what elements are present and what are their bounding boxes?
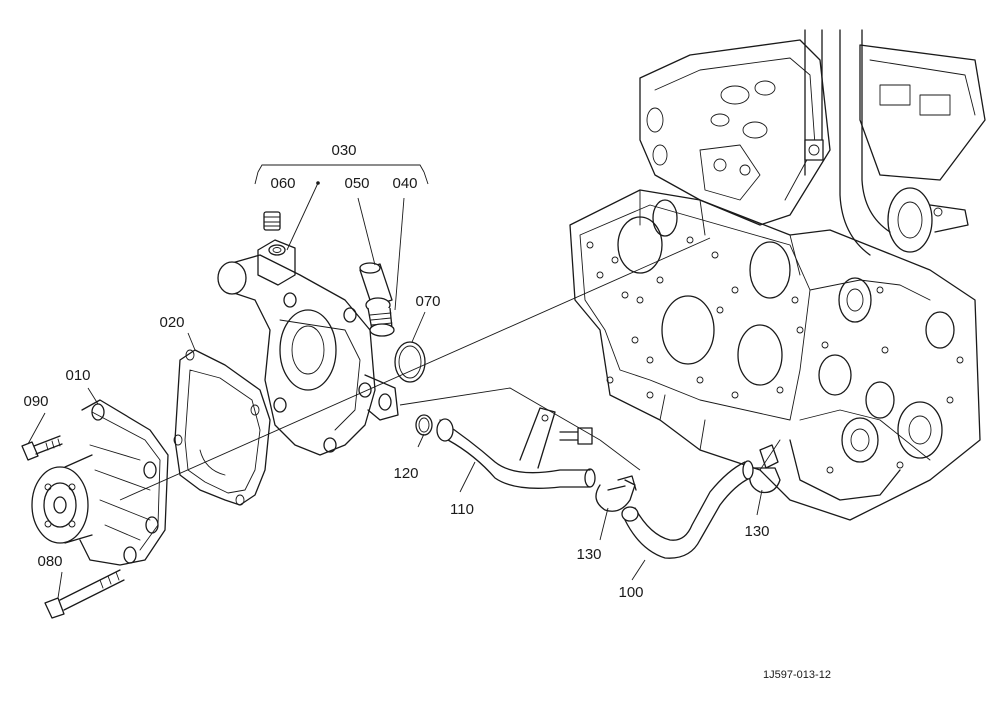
group-bracket-030 [254, 164, 429, 185]
drawing-code: 1J597-013-12 [763, 669, 831, 681]
engine-block [569, 29, 986, 521]
label-130-left: 130 [576, 546, 601, 563]
water-pump-housing [217, 239, 399, 456]
label-070: 070 [415, 293, 440, 310]
o-ring-070 [394, 341, 426, 383]
label-080: 080 [37, 553, 62, 570]
water-pump [31, 399, 169, 566]
sleeve-050 [359, 262, 393, 307]
label-110: 110 [450, 501, 474, 518]
plug-060 [263, 211, 281, 231]
label-010: 010 [65, 367, 90, 384]
label-030: 030 [331, 142, 356, 159]
pipe-110 [436, 407, 596, 489]
fitting-040 [365, 297, 395, 337]
leader-lines [27, 181, 763, 599]
label-090: 090 [23, 393, 48, 410]
bolt-080 [44, 569, 125, 619]
label-050: 050 [344, 175, 369, 192]
label-040: 040 [392, 175, 417, 192]
water-pump-gasket [173, 349, 271, 506]
assembly-axis-lines [119, 237, 711, 501]
label-130-right: 130 [744, 523, 769, 540]
part-labels: 030 060 050 040 070 020 010 090 120 110 … [23, 142, 769, 601]
hose-100 [621, 460, 754, 559]
label-100: 100 [618, 584, 643, 601]
label-120: 120 [393, 465, 418, 482]
bolt-090 [21, 435, 63, 461]
label-020: 020 [159, 314, 184, 331]
label-060: 060 [270, 175, 295, 192]
o-ring-120 [415, 414, 433, 436]
bracket-bolt [559, 427, 593, 445]
hose-clamp-130a [595, 475, 637, 512]
